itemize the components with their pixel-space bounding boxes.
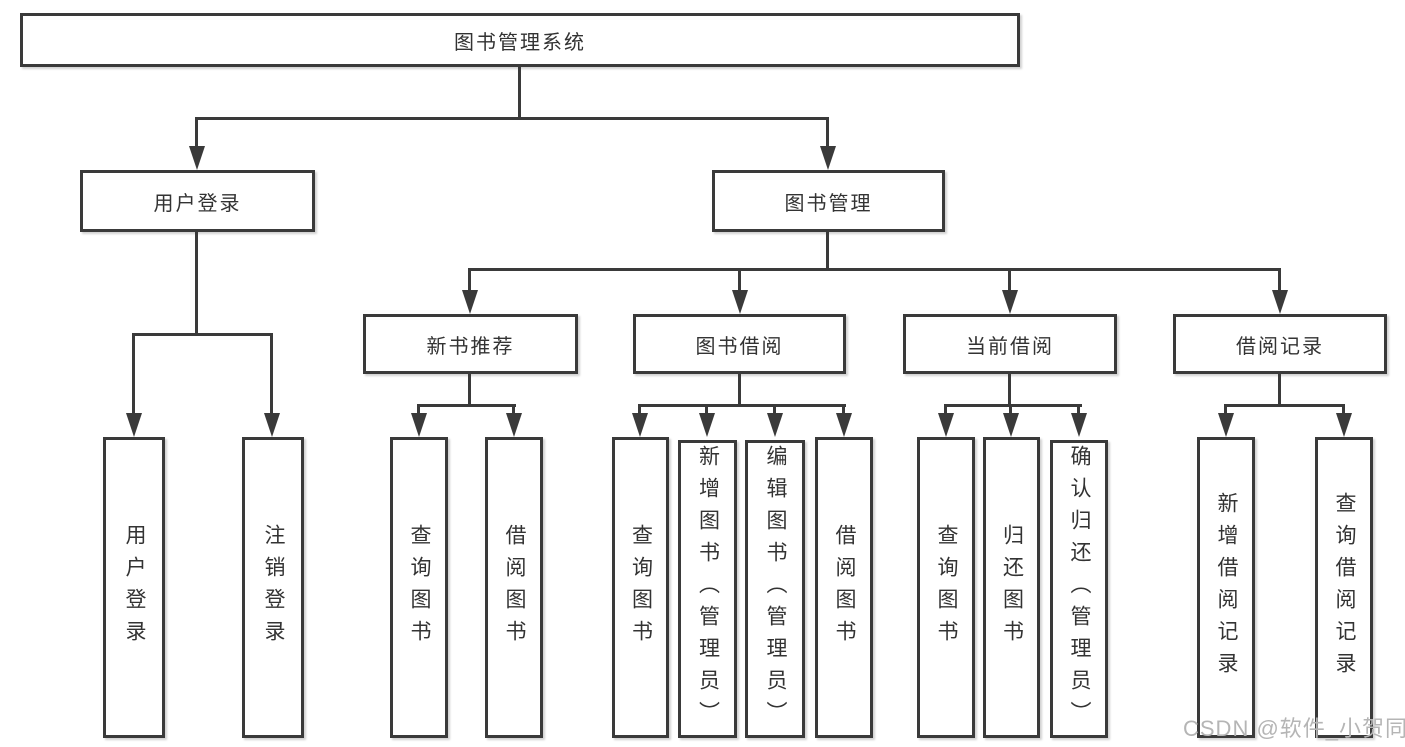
connector-drop-rec-borrow-line [512, 405, 515, 415]
connector-book-mgmt-stem [826, 232, 829, 270]
leaf-rec-query-book: 查询图书 [390, 437, 448, 738]
node-book-borrowing-label: 图书借阅 [695, 335, 784, 358]
node-book-borrowing: 图书借阅 [633, 314, 846, 374]
leaf-bb-add-book-admin: 新增图书（管理员） [678, 440, 737, 738]
arrow-down-icon [506, 413, 522, 437]
arrow-down-icon [732, 290, 748, 314]
connector-drop-cb-return-line [1009, 405, 1012, 415]
arrow-down-icon [632, 413, 648, 437]
node-current-borrowing-label: 当前借阅 [966, 335, 1054, 358]
connector-drop-book-mgmt-line [826, 118, 829, 148]
leaf-cb-query-book: 查询图书 [917, 437, 975, 738]
connector-drop-borrow-records-line [1278, 269, 1281, 292]
arrow-down-icon [767, 413, 783, 437]
connector-drop-rec-query-line [417, 405, 420, 415]
leaf-bb-query-book-label: 查询图书 [629, 523, 653, 652]
node-new-book-recommend: 新书推荐 [363, 314, 578, 374]
arrow-down-icon [189, 146, 205, 170]
leaf-rec-borrow-book: 借阅图书 [485, 437, 543, 738]
node-user-login: 用户登录 [80, 170, 315, 232]
connector-drop-bb-borrow-line [842, 405, 845, 415]
leaf-bb-edit-book-admin: 编辑图书（管理员） [745, 440, 805, 738]
connector-borrow-records-stem [1278, 374, 1281, 406]
arrow-down-icon [462, 290, 478, 314]
connector-new-book-rec-stem [468, 374, 471, 406]
connector-book-mgmt-rail [468, 268, 1281, 271]
leaf-rec-borrow-book-label: 借阅图书 [503, 523, 526, 652]
arrow-down-icon [836, 413, 852, 437]
arrow-down-icon [411, 413, 427, 437]
node-book-management-system-label: 图书管理系统 [454, 31, 586, 54]
leaf-user-login-label: 用户登录 [123, 523, 146, 652]
leaf-cb-return-book: 归还图书 [983, 437, 1040, 738]
connector-drop-leaf-user-login-line [132, 334, 135, 414]
connector-drop-cb-confirm-line [1077, 405, 1080, 415]
connector-drop-bb-add-line [705, 405, 708, 415]
leaf-cb-query-book-label: 查询图书 [935, 523, 958, 652]
arrow-down-icon [1218, 413, 1234, 437]
leaf-rec-query-book-label: 查询图书 [408, 523, 431, 652]
arrow-down-icon [1003, 413, 1019, 437]
leaf-br-add-record: 新增借阅记录 [1197, 437, 1255, 738]
connector-drop-user-login-line [195, 118, 198, 148]
connector-current-borrow-stem [1008, 374, 1011, 406]
connector-book-borrow-stem [738, 374, 741, 406]
connector-user-login-stem [195, 232, 198, 335]
leaf-br-query-record: 查询借阅记录 [1315, 437, 1373, 738]
connector-drop-leaf-logout-line [270, 334, 273, 414]
arrow-down-icon [1002, 290, 1018, 314]
connector-new-book-rec-rail [417, 404, 516, 407]
connector-drop-br-query-line [1342, 405, 1345, 415]
arrow-down-icon [820, 146, 836, 170]
connector-borrow-records-rail [1224, 404, 1345, 407]
connector-root-stem [518, 67, 521, 119]
arrow-down-icon [699, 413, 715, 437]
node-borrowing-records-label: 借阅记录 [1236, 335, 1324, 358]
connector-drop-bb-query-line [638, 405, 641, 415]
leaf-cb-confirm-return-admin-label: 确认归还（管理员） [1068, 445, 1091, 733]
connector-drop-cb-query-line [944, 405, 947, 415]
leaf-logout-login: 注销登录 [242, 437, 304, 738]
arrow-down-icon [1336, 413, 1352, 437]
arrow-down-icon [1071, 413, 1087, 437]
connector-user-login-rail [132, 333, 273, 336]
arrow-down-icon [126, 413, 142, 437]
connector-drop-current-borrow-line [1008, 269, 1011, 292]
connector-drop-bb-edit-line [773, 405, 776, 415]
connector-root-rail [195, 117, 829, 120]
arrow-down-icon [264, 413, 280, 437]
node-book-management-label: 图书管理 [784, 192, 873, 215]
node-book-management: 图书管理 [712, 170, 945, 232]
leaf-cb-return-book-label: 归还图书 [1000, 523, 1024, 652]
leaf-bb-edit-book-admin-label: 编辑图书（管理员） [764, 445, 787, 733]
connector-current-borrow-rail [944, 404, 1082, 407]
leaf-bb-add-book-admin-label: 新增图书（管理员） [696, 445, 720, 733]
leaf-user-login: 用户登录 [103, 437, 165, 738]
arrow-down-icon [1272, 290, 1288, 314]
arrow-down-icon [938, 413, 954, 437]
connector-book-borrow-rail [638, 404, 846, 407]
leaf-bb-borrow-book-label: 借阅图书 [833, 523, 856, 652]
leaf-cb-confirm-return-admin: 确认归还（管理员） [1050, 440, 1108, 738]
connector-drop-br-add-line [1224, 405, 1227, 415]
leaf-bb-borrow-book: 借阅图书 [815, 437, 873, 738]
node-current-borrowing: 当前借阅 [903, 314, 1117, 374]
leaf-bb-query-book: 查询图书 [612, 437, 669, 738]
node-new-book-recommend-label: 新书推荐 [426, 335, 515, 358]
node-book-management-system: 图书管理系统 [20, 13, 1020, 67]
connector-drop-book-borrow-line [738, 269, 741, 292]
connector-drop-new-book-rec-line [468, 269, 471, 292]
node-borrowing-records: 借阅记录 [1173, 314, 1387, 374]
node-user-login-label: 用户登录 [153, 192, 242, 215]
leaf-logout-login-label: 注销登录 [262, 523, 285, 652]
csdn-watermark: CSDN @软件_小贺同学 [1183, 716, 1405, 741]
leaf-br-query-record-label: 查询借阅记录 [1333, 491, 1356, 684]
leaf-br-add-record-label: 新增借阅记录 [1215, 491, 1238, 684]
